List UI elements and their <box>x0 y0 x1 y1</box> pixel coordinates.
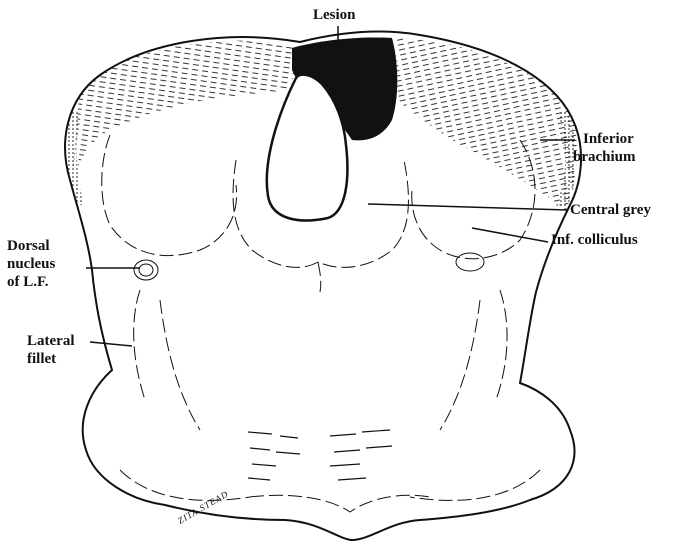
dorsal-nucleus-rings <box>134 253 484 280</box>
left-dorsal-hatching <box>72 41 300 180</box>
left-lateral-boundary <box>134 290 145 400</box>
left-dorsal-nucleus <box>134 260 158 280</box>
right-dorsal-nucleus <box>456 253 484 271</box>
right-lateral-boundary <box>496 290 507 400</box>
basal-outline <box>250 495 430 512</box>
label-lateral-fillet-line1: Lateral <box>27 333 74 350</box>
lateral-fillet-leader <box>90 342 132 346</box>
label-inf-colliculus: Inf. colliculus <box>551 232 638 249</box>
label-inferior-brachium-line2: brachium <box>573 149 636 166</box>
right-inner-trunk <box>440 300 480 430</box>
label-lateral-fillet-line2: fillet <box>27 351 56 368</box>
label-dorsal-nucleus-line1: Dorsal <box>7 238 50 255</box>
label-central-grey: Central grey <box>570 202 651 219</box>
label-dorsal-nucleus-line2: nucleus <box>7 256 55 273</box>
central-grey-leader <box>368 204 568 210</box>
label-lesion: Lesion <box>313 7 356 24</box>
basal-fibre-dashes <box>248 430 392 480</box>
left-colliculus-outline <box>102 135 237 256</box>
artist-signature: ZITA STEAD <box>176 489 230 526</box>
label-dorsal-nucleus-line3: of L.F. <box>7 274 49 291</box>
left-peduncle-outline <box>120 470 250 500</box>
inf-colliculus-leader <box>472 228 548 242</box>
right-dorsal-hatching <box>390 38 577 210</box>
label-inferior-brachium-line1: Inferior <box>583 131 634 148</box>
right-peduncle-outline <box>410 470 540 500</box>
left-inner-trunk <box>160 300 200 430</box>
midline-dorsal <box>318 262 321 292</box>
